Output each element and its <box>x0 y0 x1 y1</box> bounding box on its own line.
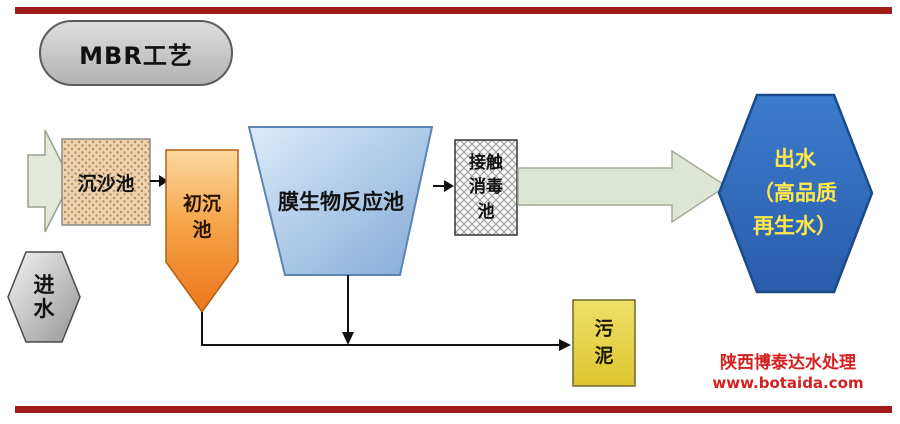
inlet-water-hexagon-shape <box>7 251 81 343</box>
arrow-grit-to-primary-head <box>159 175 168 187</box>
sludge-line-down-arrowhead <box>342 332 354 345</box>
sludge-line-right-arrowhead <box>559 339 571 351</box>
watermark-website: www.botaida.com <box>712 374 864 393</box>
arrow-mbr-to-disinfection-head <box>444 180 454 192</box>
sludge-box-shape <box>572 299 636 387</box>
top-frame-bar <box>15 7 892 14</box>
grit-chamber-shape <box>61 138 151 226</box>
watermark-company: 陕西博泰达水处理 <box>720 353 856 373</box>
watermark: 陕西博泰达水处理 www.botaida.com <box>688 353 888 393</box>
outlet-flow-arrow <box>517 149 728 224</box>
primary-sedimentation-shape <box>165 149 239 314</box>
mbr-tank-shape <box>247 126 434 276</box>
inlet-flow-arrow <box>27 129 72 233</box>
disinfection-tank-shape <box>454 139 518 236</box>
bottom-frame-bar <box>15 406 892 413</box>
outlet-water-hexagon-shape <box>717 93 874 294</box>
sludge-line-from-primary <box>201 312 560 346</box>
mbr-title-pill-shape <box>39 20 233 86</box>
